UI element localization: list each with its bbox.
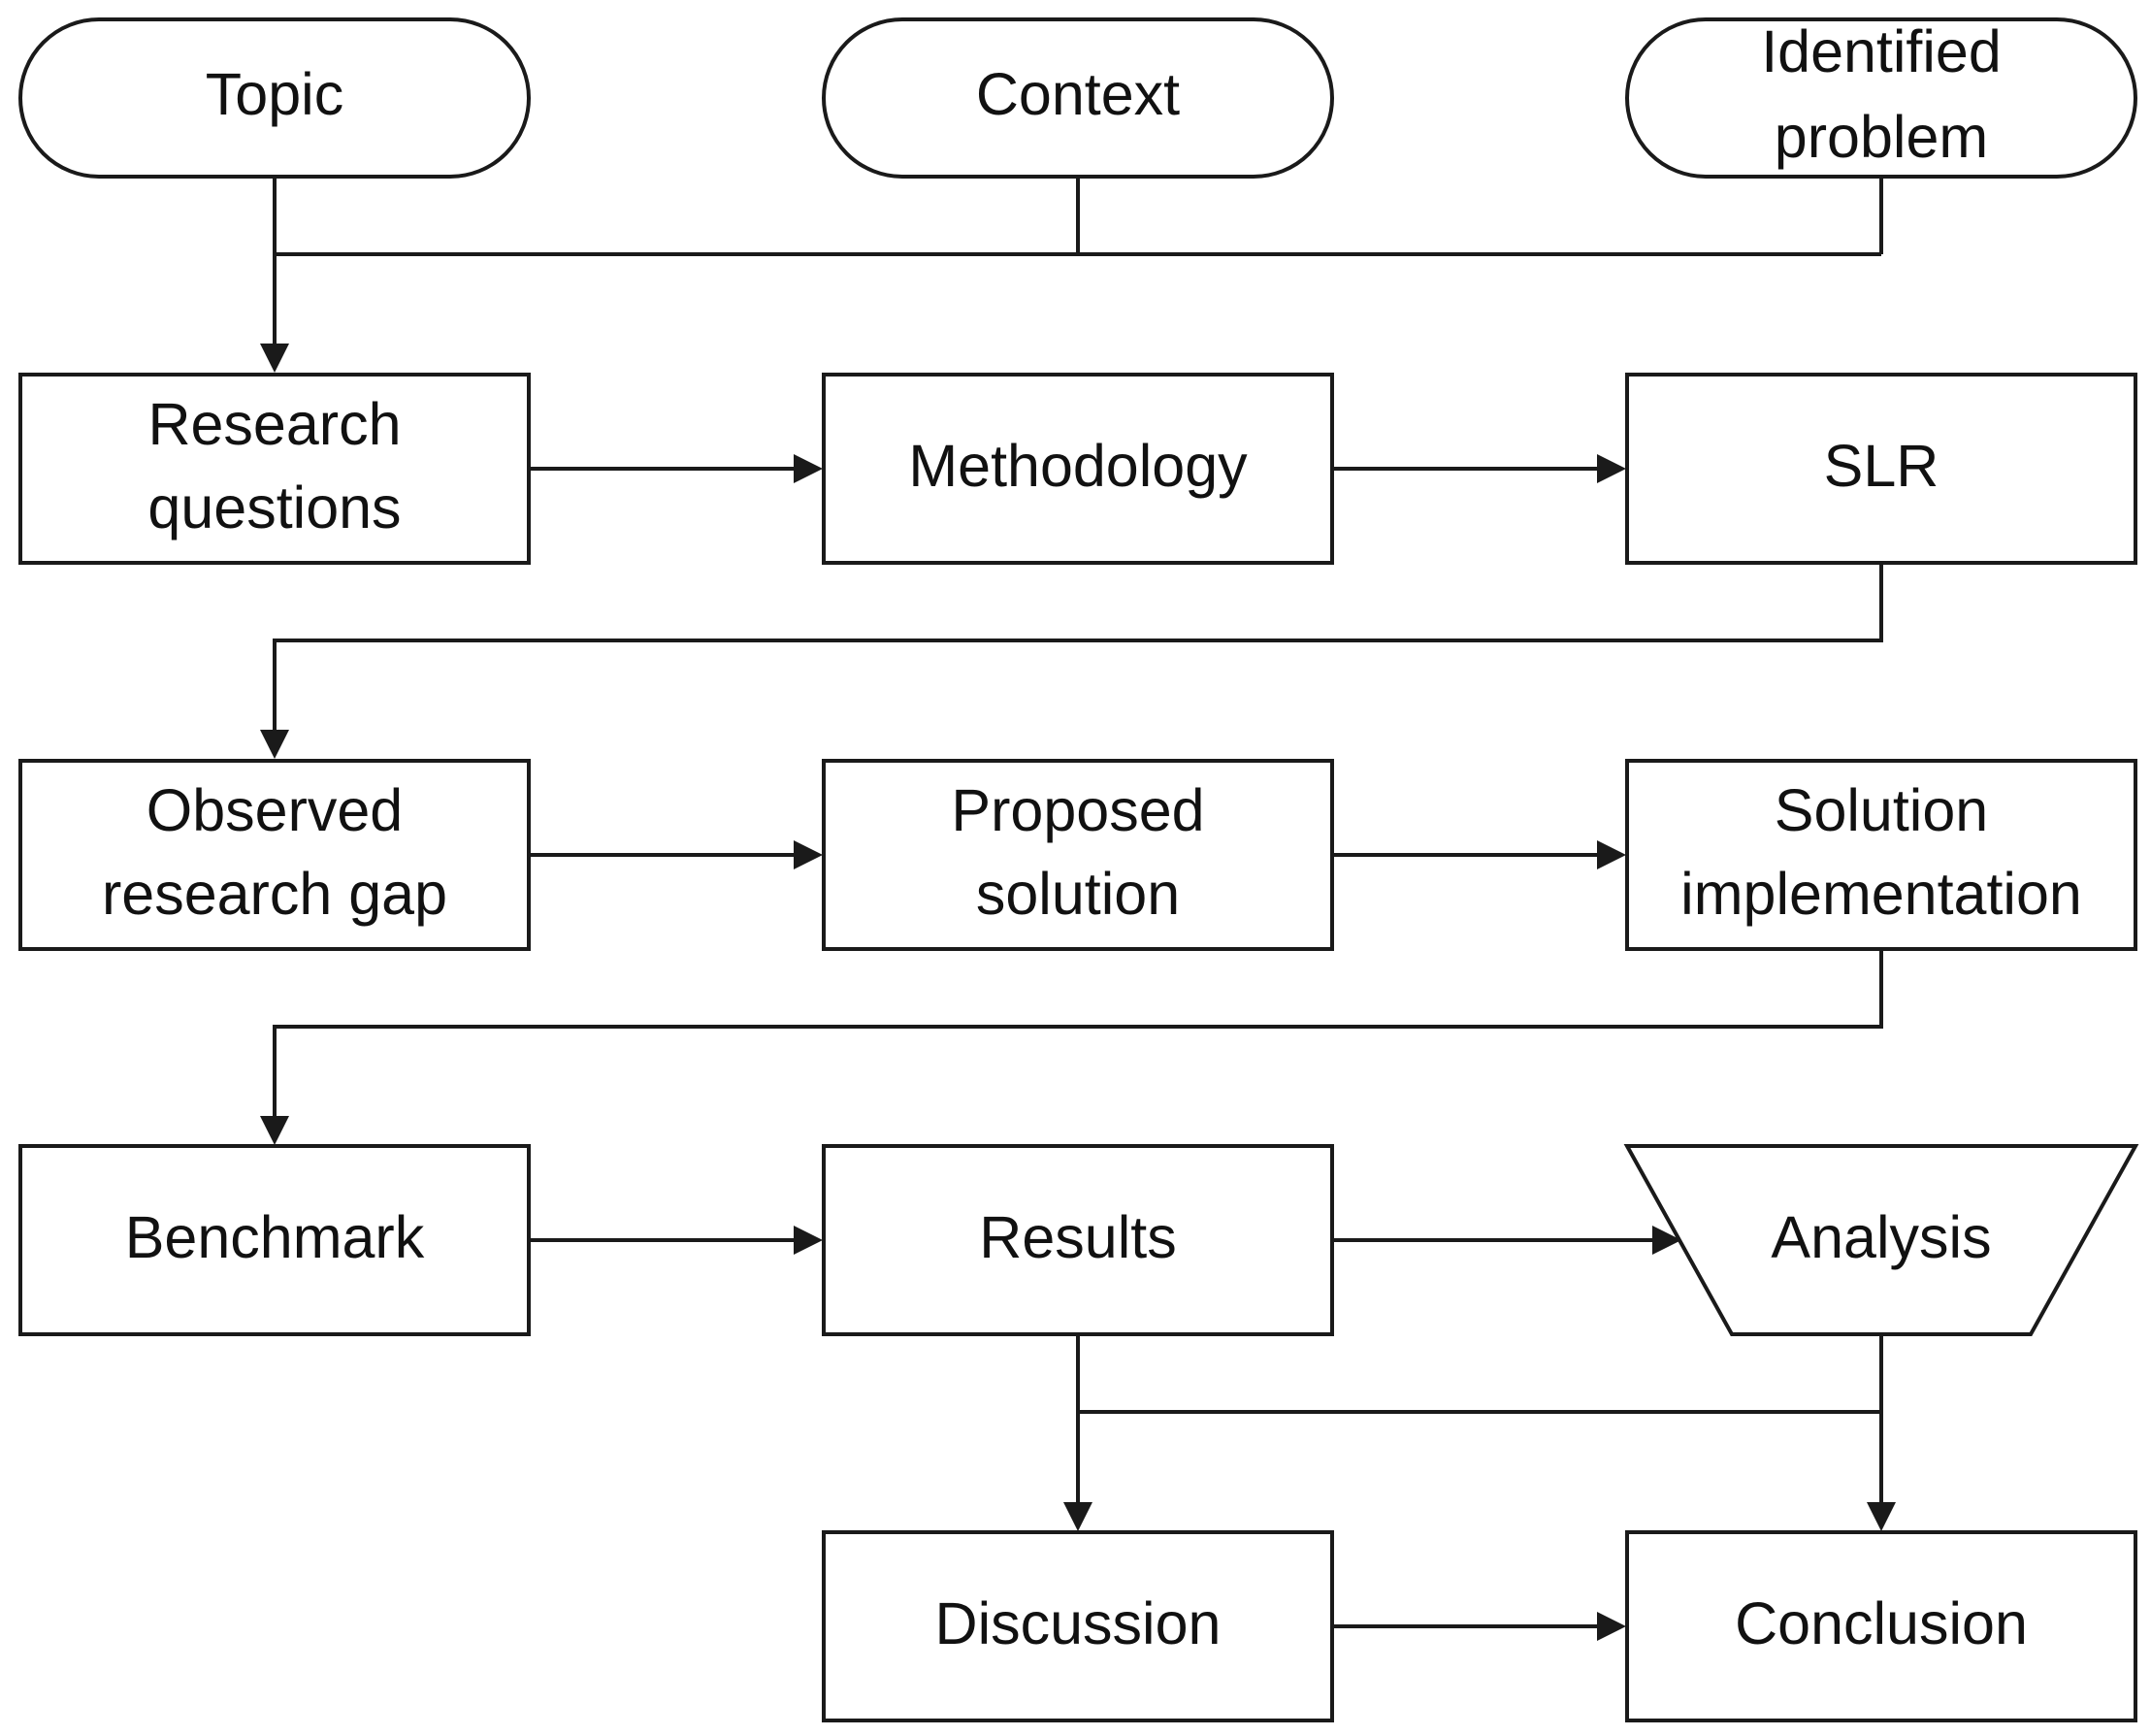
manual-operation-trapezoid xyxy=(1623,1144,2139,1336)
process-box xyxy=(1625,373,2137,565)
arrowhead-conclusion xyxy=(1867,1502,1896,1531)
process-box xyxy=(822,373,1334,565)
node-analysis: Analysis xyxy=(1623,1144,2139,1336)
node-context-label: Context xyxy=(976,61,1180,127)
node-proposed-solution-line2: solution xyxy=(976,861,1180,927)
arrowhead-implementation xyxy=(1597,840,1626,869)
node-identified-problem-line2: problem xyxy=(1775,104,1988,170)
node-observed-research-gap-line1: Observed xyxy=(147,777,403,843)
process-box xyxy=(822,1144,1334,1336)
node-discussion: Discussion xyxy=(822,1530,1334,1722)
process-box xyxy=(18,373,531,565)
node-conclusion: Conclusion xyxy=(1625,1530,2137,1722)
process-box xyxy=(18,1144,531,1336)
node-benchmark-label: Benchmark xyxy=(125,1204,425,1270)
arrowhead-gap xyxy=(260,730,289,759)
process-box xyxy=(1625,1530,2137,1722)
node-research-questions: Research questions xyxy=(18,373,531,565)
arrowhead-discussion xyxy=(1063,1502,1092,1531)
node-solution-implementation: Solution implementation xyxy=(1625,759,2137,951)
process-box xyxy=(18,759,531,951)
node-solution-implementation-line2: implementation xyxy=(1680,861,2082,927)
arrowhead-analysis xyxy=(1652,1226,1681,1255)
node-proposed-solution-line1: Proposed xyxy=(951,777,1204,843)
node-observed-research-gap-line2: research gap xyxy=(102,861,447,927)
arrowhead-slr xyxy=(1597,454,1626,483)
node-topic-label: Topic xyxy=(206,61,343,127)
arrow-slr-to-gap xyxy=(273,563,1883,745)
process-box xyxy=(822,1530,1334,1722)
arrow-implementation-to-benchmark xyxy=(273,949,1883,1131)
arrowhead-benchmark xyxy=(260,1116,289,1145)
node-solution-implementation-line1: Solution xyxy=(1775,777,1988,843)
node-slr-label: SLR xyxy=(1824,433,1939,499)
node-conclusion-label: Conclusion xyxy=(1735,1590,2028,1656)
node-discussion-label: Discussion xyxy=(935,1590,1222,1656)
arrowhead-conclusion-row xyxy=(1597,1612,1626,1641)
node-proposed-solution: Proposed solution xyxy=(822,759,1334,951)
node-analysis-label: Analysis xyxy=(1771,1204,1991,1270)
terminator-shape xyxy=(18,17,531,179)
terminator-shape xyxy=(1625,17,2137,179)
node-methodology-label: Methodology xyxy=(908,433,1248,499)
node-topic: Topic xyxy=(18,17,531,179)
terminator-shape xyxy=(822,17,1334,179)
node-results: Results xyxy=(822,1144,1334,1336)
node-benchmark: Benchmark xyxy=(18,1144,531,1336)
process-box xyxy=(822,759,1334,951)
arrowhead-proposed xyxy=(794,840,823,869)
node-identified-problem-line1: Identified xyxy=(1761,18,2002,84)
arrowhead-research-questions xyxy=(260,344,289,373)
node-identified-problem: Identified problem xyxy=(1625,17,2137,179)
process-box xyxy=(1625,759,2137,951)
node-methodology: Methodology xyxy=(822,373,1334,565)
node-research-questions-line2: questions xyxy=(147,475,401,540)
node-research-questions-line1: Research xyxy=(147,391,401,457)
arrowhead-methodology xyxy=(794,454,823,483)
node-observed-research-gap: Observed research gap xyxy=(18,759,531,951)
node-results-label: Results xyxy=(979,1204,1176,1270)
node-context: Context xyxy=(822,17,1334,179)
node-slr: SLR xyxy=(1625,373,2137,565)
arrowhead-results xyxy=(794,1226,823,1255)
